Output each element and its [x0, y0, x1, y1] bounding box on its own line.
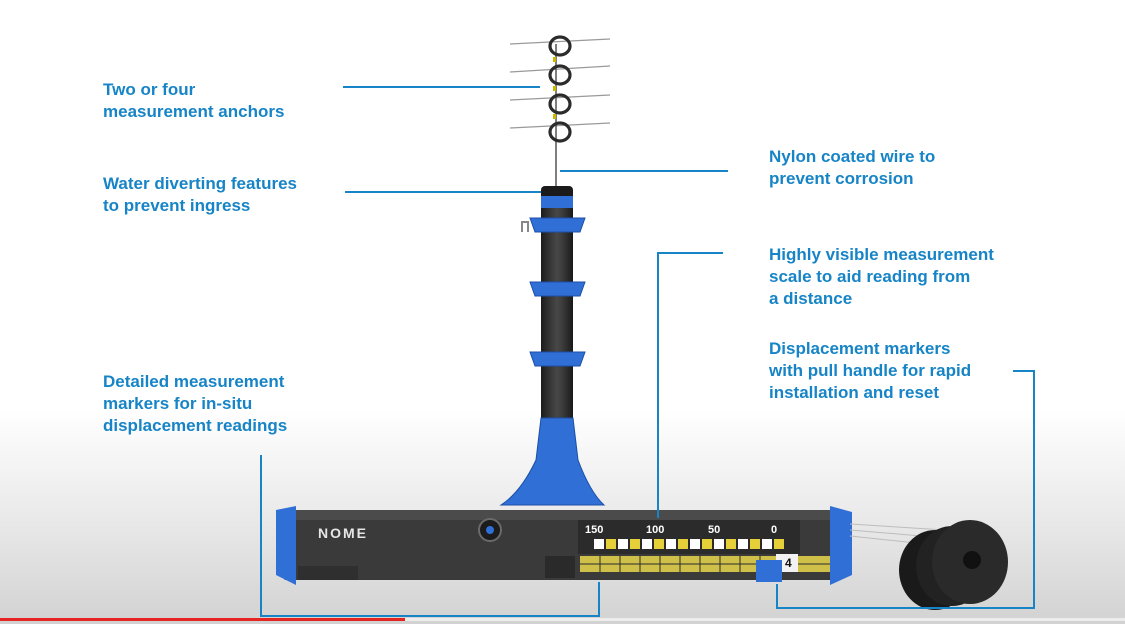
scale-label-0: 0: [771, 524, 778, 536]
callout-anchors-line-1: Two or four: [103, 80, 196, 99]
callout-water-line-1: Water diverting features: [103, 174, 297, 193]
scale-label-50: 50: [708, 524, 721, 536]
video-progress-bar[interactable]: [0, 618, 1125, 621]
brand-logo-text: NOME: [318, 525, 368, 541]
base-cone: [499, 417, 606, 506]
wire-drum: [899, 520, 1008, 610]
callout-markers-line-1: Displacement markers: [769, 339, 951, 358]
callout-nylon-line-1: Nylon coated wire to: [769, 147, 936, 166]
callout-detailed-line-1: Detailed measurement: [103, 372, 285, 391]
scale-label-150: 150: [585, 524, 604, 536]
callout-anchors-line-2: measurement anchors: [103, 102, 285, 121]
pull-handle: [756, 560, 782, 582]
water-diverting-collars: [529, 217, 586, 367]
callout-anchors: Two or four measurement anchors: [103, 79, 284, 123]
video-progress-fill: [0, 618, 405, 621]
marker-tag: 4: [785, 556, 792, 570]
callout-scale: Highly visible measurement scale to aid …: [769, 244, 994, 310]
callout-detailed-line-2: markers for in-situ: [103, 394, 253, 413]
callout-scale-line-2: scale to aid reading from: [769, 267, 971, 286]
callout-detailed: Detailed measurement markers for in-situ…: [103, 371, 287, 437]
callout-water: Water diverting features to prevent ingr…: [103, 173, 297, 217]
callout-nylon-line-2: prevent corrosion: [769, 169, 914, 188]
callout-scale-line-1: Highly visible measurement: [769, 245, 994, 264]
callout-detailed-line-3: displacement readings: [103, 416, 288, 435]
callout-markers-line-2: with pull handle for rapid: [769, 361, 972, 380]
callout-nylon: Nylon coated wire to prevent corrosion: [769, 146, 935, 190]
anchor-rings: [548, 35, 572, 143]
callout-lines: [260, 86, 1035, 617]
scale-label-100: 100: [646, 524, 665, 536]
callout-scale-line-3: a distance: [769, 289, 853, 308]
callout-markers: Displacement markers with pull handle fo…: [769, 338, 971, 404]
callout-water-line-2: to prevent ingress: [103, 196, 251, 215]
callout-markers-line-3: installation and reset: [769, 383, 940, 402]
